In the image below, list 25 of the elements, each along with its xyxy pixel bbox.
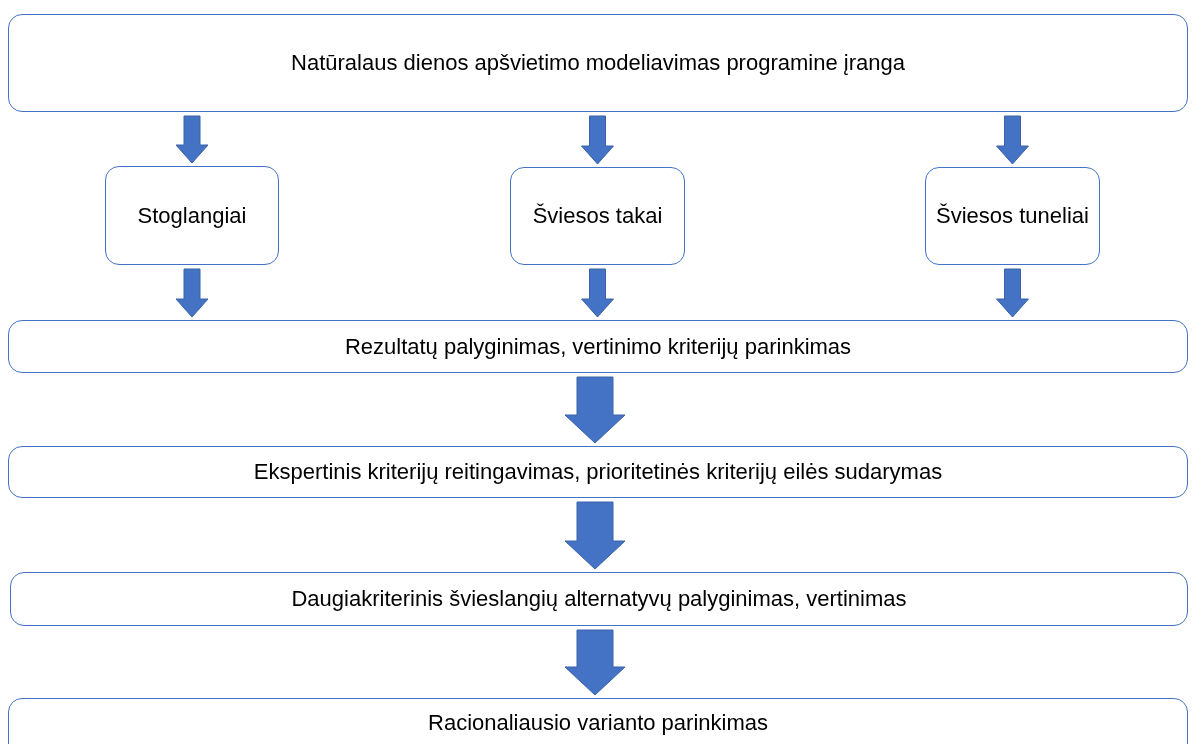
box-label: Ekspertinis kriterijų reitingavimas, prioritetinės kriterijų eilės sudarymas <box>252 458 944 487</box>
process-box <box>10 572 1188 626</box>
box-label: Rezultatų palyginimas, vertinimo kriterijų parinkimas <box>343 332 853 361</box>
box-label: Natūralaus dienos apšvietimo modeliavimas programine įranga <box>290 49 906 78</box>
block-arrow <box>581 268 614 318</box>
block-arrow <box>175 268 209 318</box>
block-arrow <box>175 115 209 164</box>
block-arrow <box>564 376 626 444</box>
box-label: Šviesos takai <box>531 202 664 231</box>
process-box <box>8 698 1188 744</box>
box-label: Stoglangiai <box>136 201 248 230</box>
block-arrow <box>564 501 626 570</box>
process-box <box>8 14 1188 112</box>
block-arrow <box>581 115 614 165</box>
box-label: Daugiakriterinis švieslangių alternatyvų palyginimas, vertinimas <box>290 585 908 614</box>
process-box <box>8 446 1188 498</box>
block-arrow <box>996 268 1029 318</box>
process-box <box>510 167 685 265</box>
box-label: Šviesos tuneliai <box>935 202 1090 231</box>
box-label: Racionaliausio varianto parinkimas <box>427 709 769 738</box>
block-arrow <box>996 115 1029 165</box>
process-box <box>8 320 1188 373</box>
process-box <box>925 167 1100 265</box>
process-box <box>105 166 279 265</box>
block-arrow <box>564 629 626 696</box>
